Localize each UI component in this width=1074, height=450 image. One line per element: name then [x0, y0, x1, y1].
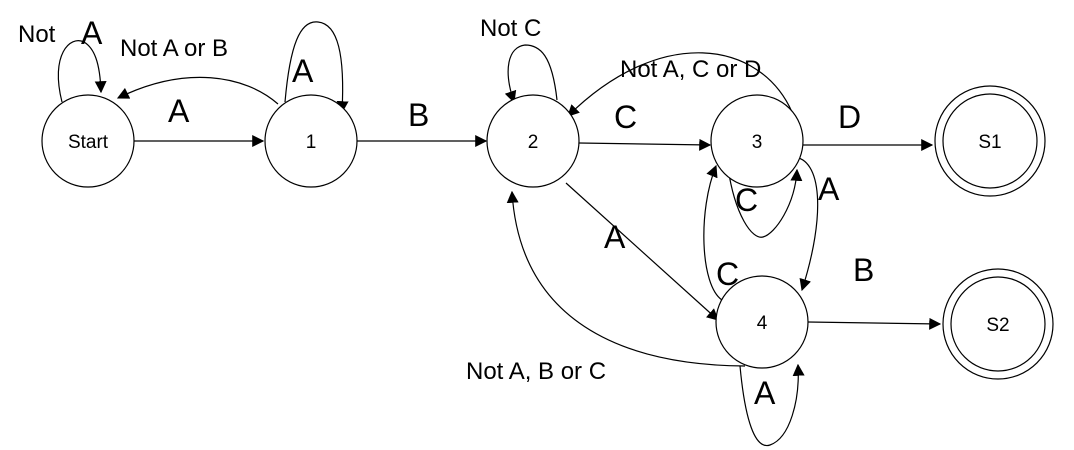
edge-label-1-self: A — [292, 53, 314, 89]
edge-4-3 — [703, 164, 723, 301]
edge-label-3-4: A — [818, 171, 840, 207]
edge-label-3-s1: D — [838, 99, 861, 135]
state-label: 1 — [306, 132, 317, 153]
edge-label-4-self: A — [754, 375, 776, 411]
edge-2-4 — [565, 182, 719, 321]
state-label: S1 — [978, 132, 1001, 153]
state-4: 4 — [715, 275, 809, 369]
edge-label-4-s2: B — [853, 252, 874, 288]
edge-1-self — [284, 21, 349, 114]
edge-1-start — [116, 76, 279, 105]
edge-label-start-1: A — [168, 93, 190, 129]
edge-3-self — [727, 167, 803, 238]
edge-label-1-start: Not A or B — [120, 35, 228, 62]
edge-label-1-2: B — [408, 97, 429, 133]
edge-start-self — [57, 40, 107, 103]
edge-label-start-self-a: Not — [18, 21, 56, 48]
edge-2-3 — [578, 138, 712, 151]
state-label: S2 — [986, 315, 1009, 336]
edge-label-2-3: C — [614, 99, 637, 135]
edge-4-2 — [506, 190, 746, 367]
edge-3-2 — [567, 52, 793, 117]
state-s2-accepting: S2 — [942, 268, 1054, 380]
state-label: Start — [68, 132, 109, 153]
state-start: Start — [41, 94, 135, 188]
state-label: 3 — [752, 132, 763, 153]
edge-label-3-2: Not A, C or D — [620, 56, 761, 83]
edge-label-2-self: Not C — [480, 15, 541, 42]
edge-label-start-self-b: A — [81, 15, 103, 51]
state-2: 2 — [486, 94, 580, 188]
state-3: 3 — [710, 94, 804, 188]
edge-2-self — [504, 44, 558, 104]
edge-label-4-2: Not A, B or C — [466, 358, 606, 385]
edge-label-3-self: C — [735, 182, 758, 218]
edge-3-4 — [792, 156, 819, 292]
state-label: 2 — [528, 132, 539, 153]
edge-label-4-3: C — [716, 256, 739, 292]
edge-4-self — [739, 363, 805, 447]
state-s1-accepting: S1 — [934, 85, 1046, 197]
edge-label-2-4: A — [604, 219, 626, 255]
edge-4-s2 — [807, 317, 942, 330]
state-1: 1 — [264, 94, 358, 188]
state-label: 4 — [757, 313, 768, 334]
